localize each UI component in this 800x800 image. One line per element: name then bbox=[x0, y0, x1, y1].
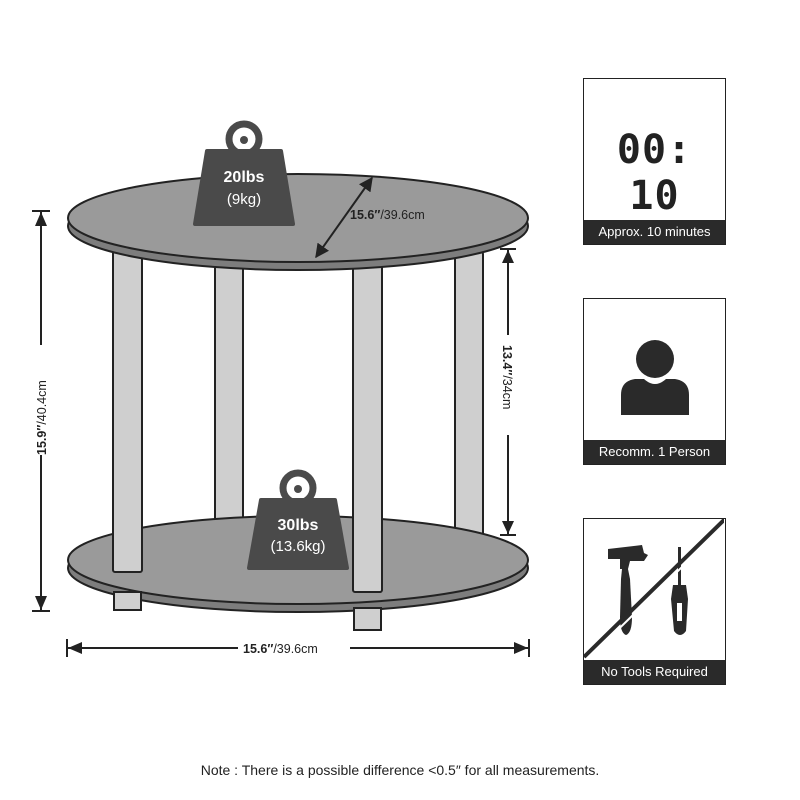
height-value: 15.9″ bbox=[35, 425, 49, 455]
table-foot bbox=[353, 607, 382, 631]
diameter-metric: /39.6cm bbox=[380, 208, 424, 222]
shelf-gap-metric: /34cm bbox=[500, 375, 514, 409]
hammer-icon bbox=[608, 545, 648, 635]
diameter-arrow bbox=[315, 176, 373, 259]
weight-bottom-lbs: 30lbs bbox=[278, 517, 319, 534]
weight-top-kg: (9kg) bbox=[227, 191, 261, 208]
width-label: 15.6″/39.6cm bbox=[243, 642, 318, 656]
no-tools-icon bbox=[584, 519, 724, 659]
shelf-gap-value: 13.4″ bbox=[500, 345, 514, 375]
height-metric: /40.4cm bbox=[35, 380, 49, 424]
weight-top-lbs: 20lbs bbox=[224, 169, 265, 186]
width-metric: /39.6cm bbox=[273, 642, 317, 656]
timer-display: 00: 10 bbox=[616, 127, 693, 219]
assembly-time-caption: Approx. 10 minutes bbox=[584, 220, 725, 244]
table-leg bbox=[352, 261, 383, 593]
table-foot bbox=[113, 591, 142, 611]
table-leg bbox=[454, 251, 484, 545]
timer-icon: 00: 10 bbox=[584, 79, 725, 219]
no-tools-caption: No Tools Required bbox=[584, 660, 725, 684]
weight-icon-bottom: 30lbs (13.6kg) bbox=[247, 469, 349, 570]
persons-caption: Recomm. 1 Person bbox=[584, 440, 725, 464]
weight-icon-top: 20lbs (9kg) bbox=[193, 120, 295, 226]
diameter-value: 15.6″ bbox=[350, 208, 380, 222]
shelf-gap-label: 13.4″/34cm bbox=[500, 345, 514, 409]
weight-bottom-kg: (13.6kg) bbox=[270, 538, 325, 555]
feature-card-no-tools: No Tools Required bbox=[583, 518, 726, 685]
width-value: 15.6″ bbox=[243, 642, 273, 656]
table-leg bbox=[214, 261, 244, 528]
top-shelf bbox=[67, 173, 529, 271]
table-leg bbox=[112, 249, 143, 573]
diameter-label: 15.6″/39.6cm bbox=[350, 208, 425, 222]
feature-card-assembly-time: 00: 10 Approx. 10 minutes bbox=[583, 78, 726, 245]
height-label: 15.9″/40.4cm bbox=[35, 380, 49, 455]
person-icon bbox=[621, 340, 689, 415]
feature-card-persons: Recomm. 1 Person bbox=[583, 298, 726, 465]
measurement-note: Note : There is a possible difference <0… bbox=[200, 762, 600, 778]
